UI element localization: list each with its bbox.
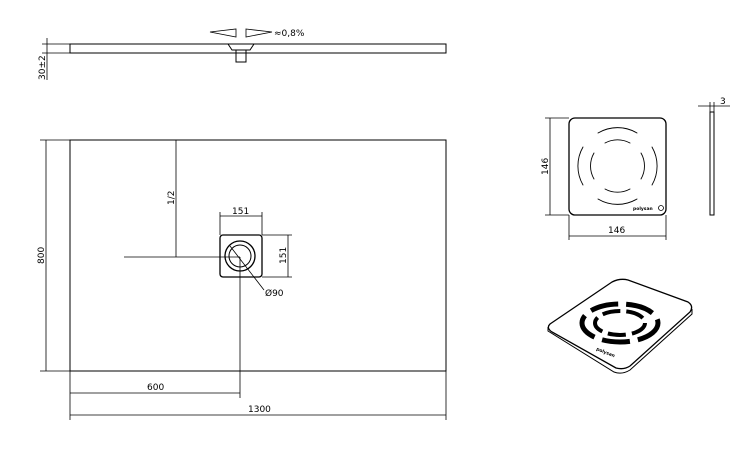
grate-slot-outer-bottom xyxy=(597,198,638,205)
drain-outer-ring xyxy=(224,240,256,272)
grate-iso-view: polysan xyxy=(547,278,693,374)
drain-outlet-pipe xyxy=(235,49,247,63)
grate-iso-slot-outer xyxy=(579,301,661,345)
grate-brand-logo xyxy=(658,205,664,211)
diameter-leader xyxy=(229,245,265,291)
length-label: 1300 xyxy=(248,405,271,415)
plan-view: 1/2 Ø90 151 151 800 600 1300 xyxy=(37,139,447,420)
grate-iso-slot-inner xyxy=(593,309,647,337)
grate-height-label: 146 xyxy=(541,158,551,175)
drain-diameter-label: Ø90 xyxy=(265,288,284,299)
grate-brand-label: polysan xyxy=(633,206,653,212)
grate-profile-plate xyxy=(709,111,715,216)
slope-label: ≈0,8% xyxy=(274,29,305,39)
slope-wedge-left xyxy=(209,28,237,38)
grate-slot-inner-left xyxy=(590,152,595,180)
drain-box xyxy=(219,234,263,278)
drain-inner-ring xyxy=(228,244,252,268)
grate-slot-outer-left xyxy=(577,146,584,186)
slope-wedge-right xyxy=(245,28,273,38)
height-label: 30±2 xyxy=(38,55,48,80)
grate-slot-inner-top xyxy=(604,139,631,144)
side-view: ≈0,8% 30±2 xyxy=(38,28,447,80)
grate-profile-view: 3 xyxy=(698,97,730,216)
grate-iso-brand-label: polysan xyxy=(595,346,616,359)
grate-width-label: 146 xyxy=(608,226,625,236)
grate-slot-outer-right xyxy=(651,146,658,186)
drain-offset-label: 600 xyxy=(147,383,164,393)
grate-iso-plate-thickness xyxy=(547,309,693,374)
grate-thickness-label: 3 xyxy=(720,97,726,107)
tray-side-profile xyxy=(69,43,447,54)
tray-outline xyxy=(69,139,447,372)
drain-outlet-flange xyxy=(227,43,255,51)
grate-slot-inner-right xyxy=(640,152,645,180)
width-label: 800 xyxy=(37,247,47,264)
grate-plate xyxy=(568,117,667,216)
drain-box-width-label: 151 xyxy=(232,207,249,217)
grate-slot-inner-bottom xyxy=(604,188,631,193)
grate-top-view: polysan 146 146 xyxy=(541,117,667,240)
drain-box-height-label: 151 xyxy=(279,247,289,264)
grate-iso-plate-edge xyxy=(547,278,693,370)
half-label: 1/2 xyxy=(167,191,177,205)
grate-slot-outer-top xyxy=(597,127,638,134)
